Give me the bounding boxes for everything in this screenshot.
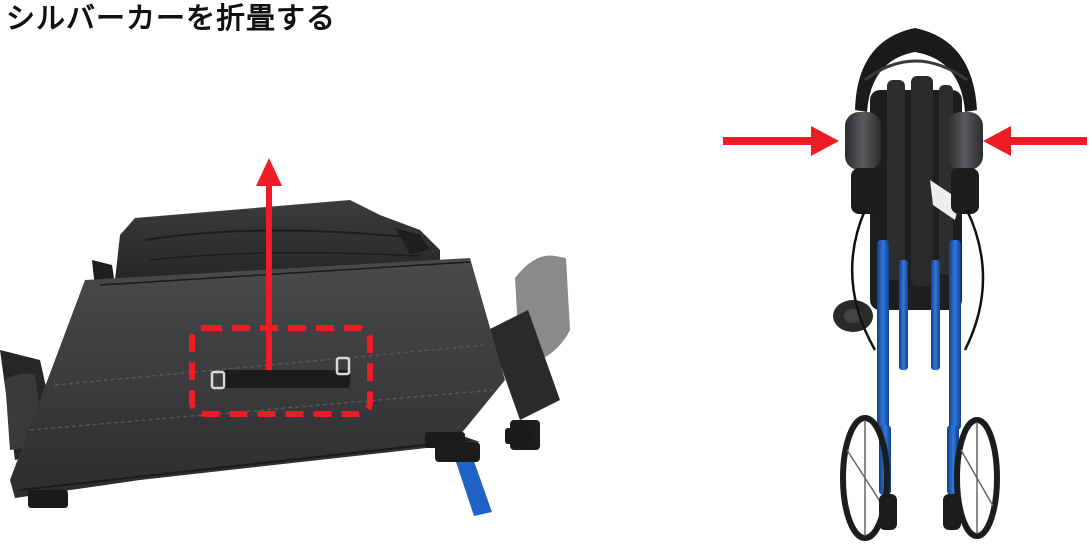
- walker-frame: [435, 442, 492, 516]
- walker-backrest: [855, 28, 977, 112]
- up-arrow-icon: [256, 158, 282, 370]
- walker-wheel-right: [954, 417, 1000, 539]
- walker-grip-right: [947, 112, 983, 214]
- walker-grip-left: [845, 112, 881, 214]
- dashed-highlight-box: [189, 325, 373, 417]
- walker-wheel-left: [840, 415, 890, 541]
- seat-strap: [210, 356, 351, 390]
- walker-body: [833, 76, 962, 332]
- page-title: シルバーカーを折畳する: [6, 1, 337, 35]
- seat-bag: [92, 200, 440, 288]
- folded-walker-photo: [723, 28, 1087, 541]
- right-pointing-arrow-icon: [723, 126, 839, 156]
- seat-bag-photo: [0, 158, 570, 516]
- walker-handle-right: [488, 255, 570, 450]
- left-pointing-arrow-icon: [983, 126, 1087, 156]
